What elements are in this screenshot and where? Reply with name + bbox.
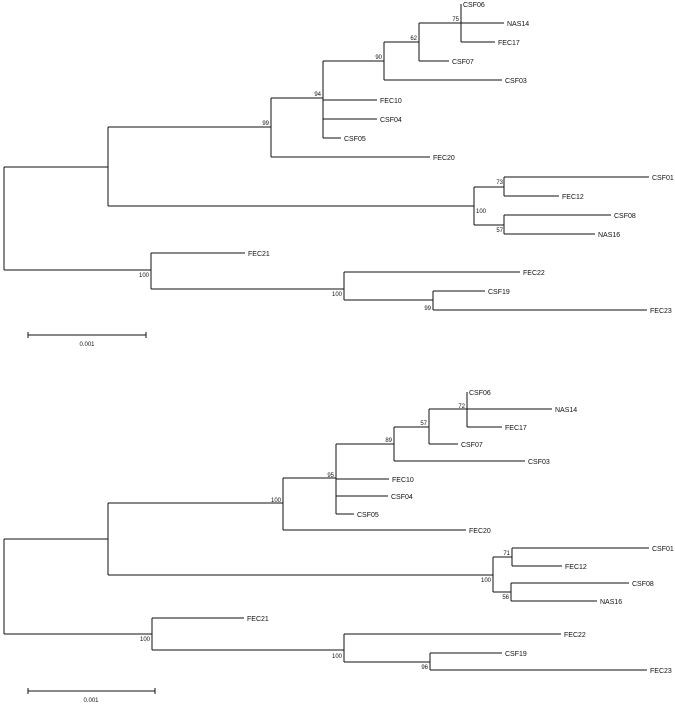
leaf-label: FEC21	[248, 251, 270, 258]
bootstrap-value: 100	[332, 654, 343, 660]
bootstrap-value: 99	[262, 121, 269, 127]
leaf-label: FEC22	[564, 632, 586, 639]
bootstrap-value: 72	[458, 404, 465, 410]
bootstrap-value: 94	[314, 92, 321, 98]
leaf-label: CSF07	[452, 59, 474, 66]
bootstrap-value: 57	[496, 228, 503, 234]
leaf-label: CSF07	[461, 442, 483, 449]
bootstrap-value: 100	[332, 292, 343, 298]
leaf-label: CSF03	[505, 78, 527, 85]
leaf-label: FEC10	[392, 477, 414, 484]
bootstrap-value: 100	[140, 637, 151, 643]
bootstrap-value: 62	[410, 36, 417, 42]
bootstrap-value: 95	[327, 473, 334, 479]
leaf-label: CSF06	[469, 390, 491, 397]
bootstrap-value: 57	[420, 421, 427, 427]
bootstrap-value: 90	[375, 55, 382, 61]
leaf-label: CSF03	[528, 459, 550, 466]
leaf-label: FEC17	[498, 40, 520, 47]
leaf-label: CSF05	[344, 136, 366, 143]
leaf-label: FEC22	[523, 270, 545, 277]
scale-bar: 0.001	[27, 332, 147, 348]
leaf-label: CSF01	[652, 175, 674, 182]
bootstrap-value: 73	[496, 180, 503, 186]
leaf-label: CSF08	[614, 213, 636, 220]
bootstrap-value: 89	[385, 438, 392, 444]
leaf-label: CSF08	[632, 581, 654, 588]
leaf-label: CSF05	[357, 512, 379, 519]
tree-top: CSF06 NAS14 FEC17 CSF07 CSF03 FEC10 CSF0…	[3, 2, 674, 348]
bootstrap-value: 100	[139, 273, 150, 279]
leaf-label: FEC20	[433, 155, 455, 162]
bootstrap-value: 96	[421, 665, 428, 671]
leaf-label: CSF04	[391, 494, 413, 501]
bootstrap-value: 100	[481, 578, 492, 584]
leaf-label: CSF04	[380, 117, 402, 124]
bootstrap-value: 71	[503, 551, 510, 557]
tree-bottom: CSF06 NAS14 FEC17 CSF07 CSF03 FEC10 CSF0…	[3, 390, 674, 704]
bootstrap-value: 56	[502, 595, 509, 601]
leaf-label: FEC23	[650, 668, 672, 675]
leaf-label: NAS14	[507, 21, 529, 28]
leaf-label: CSF19	[488, 289, 510, 296]
leaf-label: CSF06	[463, 2, 485, 9]
leaf-label: FEC17	[505, 425, 527, 432]
leaf-label: CSF19	[505, 651, 527, 658]
bootstrap-value: 99	[424, 306, 431, 312]
bootstrap-value: 75	[452, 17, 459, 23]
scale-bar: 0.001	[27, 688, 156, 704]
bootstrap-value: 100	[271, 498, 282, 504]
leaf-label: NAS16	[598, 232, 620, 239]
leaf-label: CSF01	[652, 546, 674, 553]
leaf-label: FEC12	[565, 564, 587, 571]
leaf-label: NAS16	[600, 599, 622, 606]
bootstrap-value: 100	[476, 209, 487, 215]
scale-bar-label: 0.001	[83, 698, 99, 704]
leaf-label: FEC23	[650, 308, 672, 315]
leaf-label: NAS14	[555, 407, 577, 414]
leaf-label: FEC20	[469, 528, 491, 535]
leaf-label: FEC12	[562, 194, 584, 201]
leaf-label: FEC21	[247, 616, 269, 623]
scale-bar-label: 0.001	[79, 342, 95, 348]
leaf-label: FEC10	[380, 98, 402, 105]
